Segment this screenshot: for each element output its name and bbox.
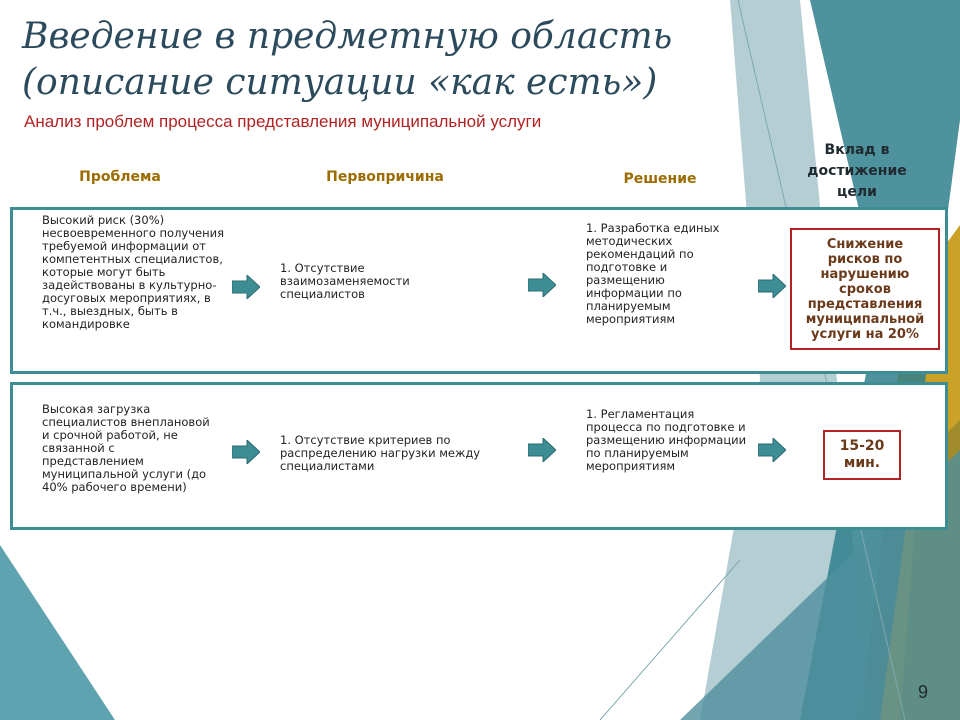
row-1-contribution-text: Снижение рисков по нарушению сроков пред… <box>805 236 925 342</box>
right-arrow-icon <box>758 274 786 298</box>
right-arrow-icon <box>232 275 260 299</box>
right-arrow-icon <box>528 438 556 462</box>
row-1-solution-text: 1. Разработка единых методических рекоме… <box>586 221 720 326</box>
problem-row-2 <box>10 382 948 530</box>
row-1-contribution-box: Снижение рисков по нарушению сроков пред… <box>790 228 940 350</box>
right-arrow-icon <box>758 438 786 462</box>
row-1-cause-text: 1. Отсутствие взаимозаменяемости специал… <box>280 261 410 301</box>
row-2-contribution-text: 15-20 мин. <box>839 438 885 471</box>
right-arrow-icon <box>232 440 260 464</box>
column-header-cause: Первопричина <box>326 169 444 185</box>
column-header-solution: Решение <box>623 171 697 187</box>
slide-title-line-2: (описание ситуации «как есть») <box>22 62 658 103</box>
slide-title: Введение в предметную область (описание … <box>22 14 742 106</box>
row-2-problem-text: Высокая загрузка специалистов внепланово… <box>42 402 210 494</box>
right-arrow-icon <box>528 273 556 297</box>
column-header-contribution: Вклад в достижение цели <box>807 142 907 200</box>
page-number: 9 <box>918 682 929 702</box>
slide-title-line-1: Введение в предметную область <box>22 16 673 57</box>
deco-teal-left <box>0 545 115 720</box>
row-2-solution-text: 1. Регламентация процесса по подготовке … <box>586 407 747 473</box>
row-2-contribution-box: 15-20 мин. <box>823 430 901 480</box>
row-2-cause-text: 1. Отсутствие критериев по распределению… <box>280 433 481 473</box>
row-1-problem-text: Высокий риск (30%) несвоевременного полу… <box>42 213 225 331</box>
deco-thin-line <box>599 559 741 720</box>
slide-subtitle: Анализ проблем процесса представления му… <box>24 112 542 131</box>
column-header-problem: Проблема <box>79 169 161 185</box>
